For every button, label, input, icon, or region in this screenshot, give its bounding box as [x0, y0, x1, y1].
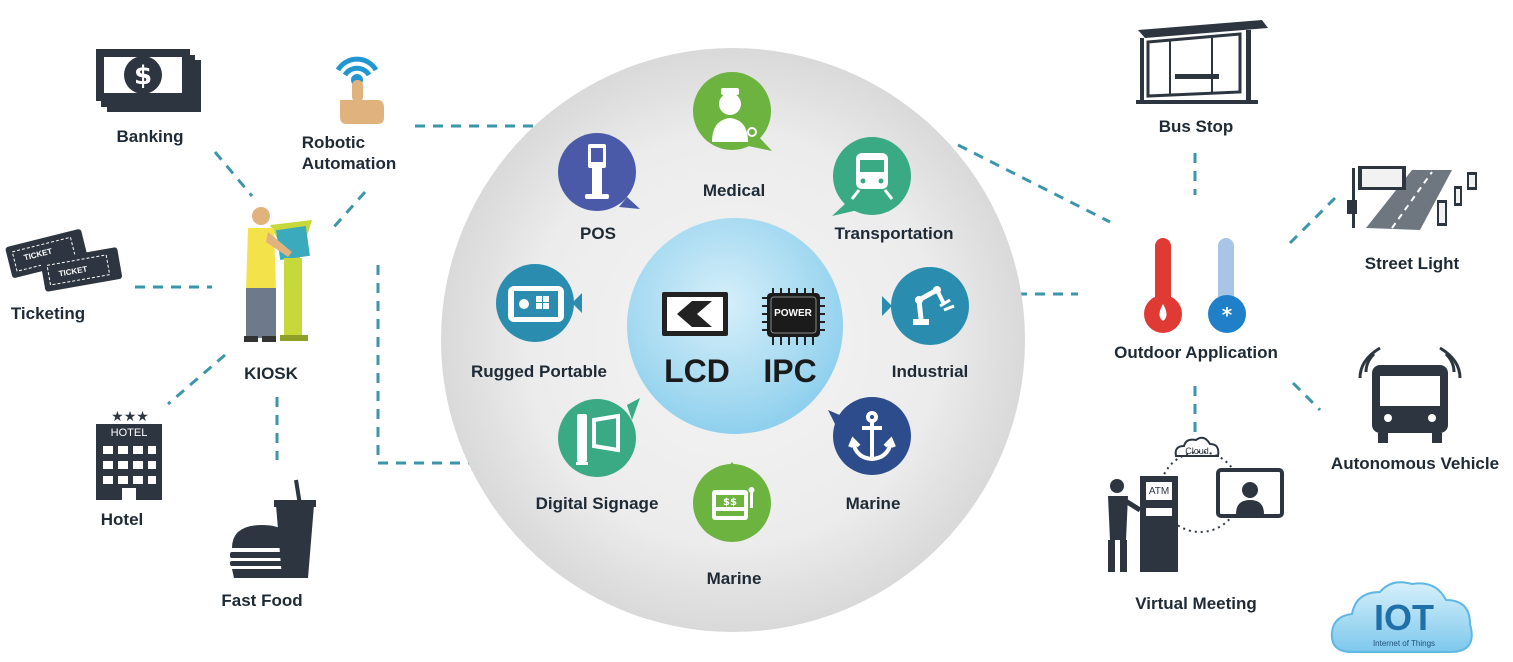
marine-bottom-badge: $$	[693, 462, 771, 542]
banking-label: Banking	[116, 127, 184, 146]
kiosk-label: KIOSK	[244, 364, 298, 383]
category-label-medical: Medical	[702, 181, 766, 200]
street-light-icon	[1347, 166, 1477, 230]
streetlight-label: Street Light	[1364, 254, 1460, 273]
vehicle-label: Autonomous Vehicle	[1330, 454, 1500, 473]
category-label-marine-right: Marine	[845, 494, 901, 513]
cloud-text: Cloud	[1185, 446, 1209, 456]
bus-stop-icon	[1136, 20, 1268, 104]
rugged-portable-badge	[496, 264, 582, 342]
category-badges: $$	[496, 72, 969, 542]
touch-icon	[335, 56, 384, 124]
ipc-label: IPC	[763, 353, 817, 389]
ticketing-label: Ticketing	[10, 304, 86, 323]
category-label-industrial: Industrial	[891, 362, 969, 381]
virtual-meeting-icon	[1108, 436, 1284, 572]
tablet-icon	[508, 286, 564, 322]
iot-cloud-icon	[1330, 581, 1473, 653]
svg-text:$: $	[134, 61, 152, 91]
ticket-icon	[5, 229, 123, 292]
kiosk-person-icon	[244, 207, 312, 342]
pos-terminal-icon	[585, 144, 609, 199]
robot-arm-icon	[913, 286, 955, 325]
bus-icon	[1358, 346, 1462, 443]
svg-text:★★★: ★★★	[111, 409, 149, 425]
train-icon	[850, 153, 894, 200]
hotel-sign-text: HOTEL	[110, 427, 148, 439]
chip-text: POWER	[774, 308, 812, 319]
core-circle	[627, 218, 843, 434]
meeting-label: Virtual Meeting	[1135, 594, 1257, 613]
lcd-label: LCD	[664, 353, 730, 389]
category-label-digital-signage: Digital Signage	[535, 494, 659, 513]
power-chip-icon	[762, 288, 825, 345]
iot-title: IOT	[1374, 597, 1434, 638]
industrial-badge	[882, 267, 969, 345]
fastfood-icon	[230, 479, 316, 578]
doctor-icon	[712, 88, 757, 142]
robotic-automation-label: Robotic Automation	[301, 133, 397, 173]
outdoor-application-label: Outdoor Application	[1114, 343, 1278, 362]
category-label-pos: POS	[580, 224, 616, 243]
thermometer-hot-icon	[1144, 238, 1182, 333]
iot-subtitle: Internet of Things	[1372, 639, 1436, 648]
digital-signage-badge	[558, 398, 640, 477]
hotel-label: Hotel	[100, 510, 144, 529]
fastfood-label: Fast Food	[221, 591, 303, 610]
busstop-label: Bus Stop	[1158, 117, 1234, 136]
svg-text:$$: $$	[723, 497, 737, 508]
transportation-badge	[832, 137, 911, 216]
signage-icon	[576, 413, 620, 465]
svg-text:*: *	[1222, 303, 1233, 327]
money-icon: $	[96, 49, 201, 112]
hotel-icon: ★★★	[96, 409, 162, 500]
marine-right-badge	[828, 397, 911, 475]
lcd-monitor-icon	[662, 292, 728, 336]
pos-badge	[558, 133, 640, 211]
slot-machine-icon: $$	[712, 487, 755, 520]
medical-badge	[693, 72, 772, 151]
category-label-rugged-portable: Rugged Portable	[470, 362, 608, 381]
category-label-marine-bottom: Marine	[706, 569, 762, 588]
category-label-transportation: Transportation	[834, 224, 954, 243]
anchor-icon	[848, 411, 896, 462]
thermometer-cold-icon: *	[1208, 238, 1246, 333]
atm-text: ATM	[1148, 486, 1170, 497]
